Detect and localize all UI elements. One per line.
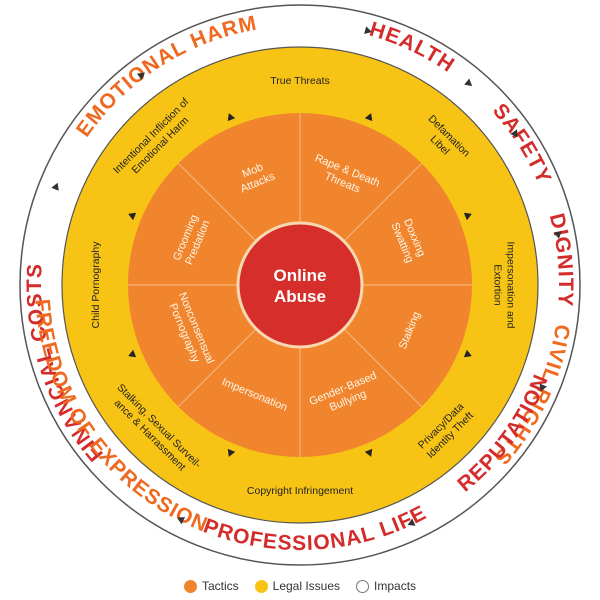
legal-boundary-arrow — [227, 448, 236, 457]
legal-boundary-arrow — [364, 448, 373, 457]
impact-separator-arrow — [407, 518, 416, 526]
tactic-divider — [177, 162, 257, 242]
legal-boundary-arrow — [128, 349, 137, 358]
center-label-line2: Abuse — [274, 287, 326, 306]
legend-legal-issues-swatch — [254, 579, 268, 593]
legend-impacts-swatch — [356, 579, 370, 593]
legal-issue-label-text: True Threats — [270, 75, 330, 87]
legal-boundary-arrow — [128, 212, 137, 221]
legend-tactics-swatch — [183, 579, 197, 593]
legal-issue-label-text: Impersonation and — [505, 242, 517, 329]
tactic-divider — [343, 162, 423, 242]
legend-item-tactics: Tactics — [183, 579, 239, 593]
legal-boundary-arrow — [364, 113, 373, 122]
tactic-divider — [177, 328, 257, 408]
impact-separator-arrow — [51, 182, 59, 191]
tactic-divider — [343, 328, 423, 408]
center-circle — [236, 221, 364, 349]
legend: Tactics Legal Issues Impacts — [0, 574, 600, 598]
legal-issue-label-text: Child Pornography — [90, 241, 102, 329]
legend-legal-issues-label: Legal Issues — [272, 579, 341, 593]
impact-separator-arrow — [539, 383, 547, 392]
impact-separator-arrow — [553, 231, 562, 239]
legal-issue-label-text: Extortion — [492, 264, 504, 306]
legend-impacts-label: Impacts — [374, 579, 417, 593]
legend-tactics-label: Tactics — [201, 579, 239, 593]
legal-issue-label: True Threats — [270, 75, 330, 87]
impact-separator-arrow — [364, 26, 372, 35]
legend-item-legal-issues: Legal Issues — [254, 579, 341, 593]
legal-issue-label: Copyright Infringement — [247, 485, 353, 497]
legal-issue-label: Child Pornography — [90, 241, 102, 329]
legal-issue-label-text: Copyright Infringement — [247, 485, 353, 497]
impact-separator-arrow — [464, 78, 473, 87]
legal-boundary-arrow — [463, 212, 472, 221]
legend-item-impacts: Impacts — [356, 579, 416, 593]
legal-boundary-arrow — [227, 113, 236, 122]
center-label-line1: Online — [274, 266, 327, 285]
impact-separator-arrow — [136, 72, 145, 80]
impact-separator-arrow — [510, 129, 518, 138]
legal-boundary-arrow — [463, 349, 472, 358]
impact-separator-arrow — [177, 517, 186, 525]
